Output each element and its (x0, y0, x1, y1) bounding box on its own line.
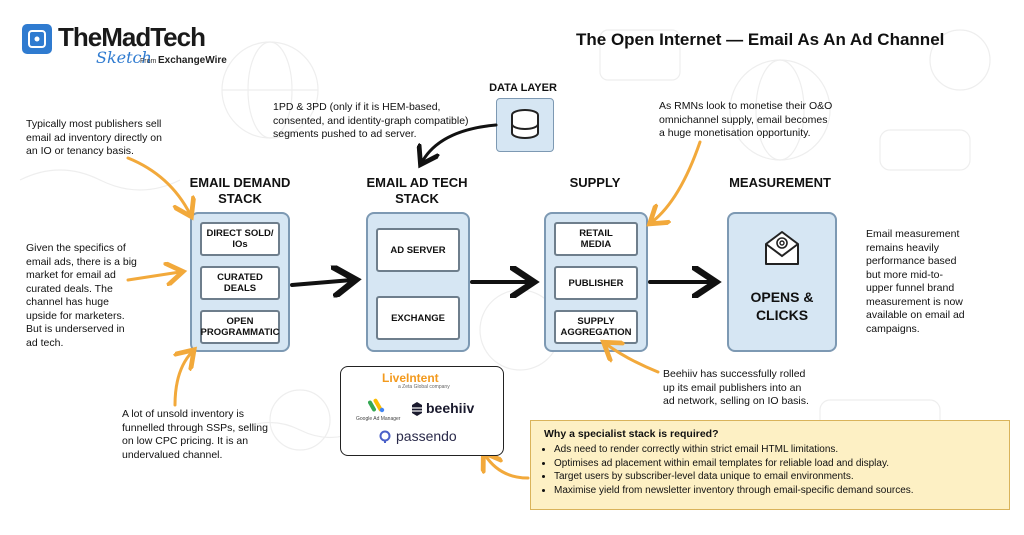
arrow-datalayer-to-adtech (422, 123, 498, 162)
email-demand-stack-heading: EMAIL DEMAND STACK (189, 175, 291, 206)
publisher-cell: PUBLISHER (554, 266, 638, 300)
brand-script: Sketch (96, 48, 152, 67)
note-publishers: Typically most publishers sell email ad … (26, 118, 162, 157)
note-rmns: As RMNs look to monetise their O&O omnic… (659, 100, 833, 139)
specialist-stack-box (530, 420, 1010, 510)
email-at-icon (765, 231, 799, 265)
note-unsold: A lot of unsold inventory is funnelled t… (122, 408, 268, 461)
opens-clicks-label: OPENS & CLICKS (750, 289, 814, 323)
arrow-note-curated (126, 272, 180, 280)
arrow-note-publishers (126, 156, 190, 214)
list-item: Target users by subscriber-level data un… (554, 470, 1014, 484)
google-ad-manager-label: Google Ad Manager (356, 416, 401, 422)
google-ad-manager-icon (368, 398, 385, 413)
data-layer-label: DATA LAYER (489, 82, 557, 94)
specialist-list: Ads need to render correctly within stri… (540, 443, 1014, 497)
ad-server-cell: AD SERVER (376, 228, 460, 272)
specialist-title: Why a specialist stack is required? (544, 428, 719, 440)
beehiiv-icon (412, 402, 422, 416)
beehiiv-logo: beehiiv (426, 400, 475, 416)
arrow-note-beehiiv (606, 344, 660, 374)
measurement-heading: MEASUREMENT (729, 175, 831, 190)
list-item: Optimises ad placement within email temp… (554, 457, 1014, 471)
arrow-note-unsold (175, 352, 192, 407)
liveintent-logo: LiveIntent (382, 371, 439, 385)
email-ad-tech-stack-heading: EMAIL AD TECH STACK (366, 175, 468, 206)
arrow-note-rmns (652, 140, 702, 222)
liveintent-sub: a Zeta Global company (398, 384, 450, 390)
brand-name: TheMadTech (58, 22, 206, 52)
data-layer-box (496, 98, 554, 152)
brand-partner: ExchangeWire (158, 55, 227, 66)
passendo-logo: passendo (396, 428, 457, 444)
arrow-note-specialist (485, 455, 530, 480)
exchange-cell: EXCHANGE (376, 296, 460, 340)
page-title: The Open Internet — Email As An Ad Chann… (576, 30, 945, 49)
data-layer-note: 1PD & 3PD (only if it is HEM-based, cons… (273, 101, 469, 140)
email-ad-tech-stack: AD SERVER EXCHANGE (366, 212, 470, 352)
note-beehiiv: Beehiiv has successfully rolled up its e… (663, 368, 809, 407)
supply-heading: SUPPLY (569, 175, 621, 190)
arrow-demand-to-adtech (290, 280, 352, 285)
database-icon (511, 109, 539, 139)
passendo-icon (379, 430, 391, 443)
brand-from: From (140, 58, 157, 65)
brand-logo-icon (22, 24, 52, 54)
note-measurement: Email measurement remains heavily perfor… (866, 228, 965, 335)
list-item: Ads need to render correctly within stri… (554, 443, 1014, 457)
vendor-logos-box (340, 366, 504, 456)
note-curated: Given the specifics of email ads, there … (26, 242, 137, 349)
measurement-box: OPENS & CLICKS (727, 212, 837, 352)
list-item: Maximise yield from newsletter inventory… (554, 484, 1014, 498)
direct-sold-cell: DIRECT SOLD/IOs (200, 222, 280, 256)
